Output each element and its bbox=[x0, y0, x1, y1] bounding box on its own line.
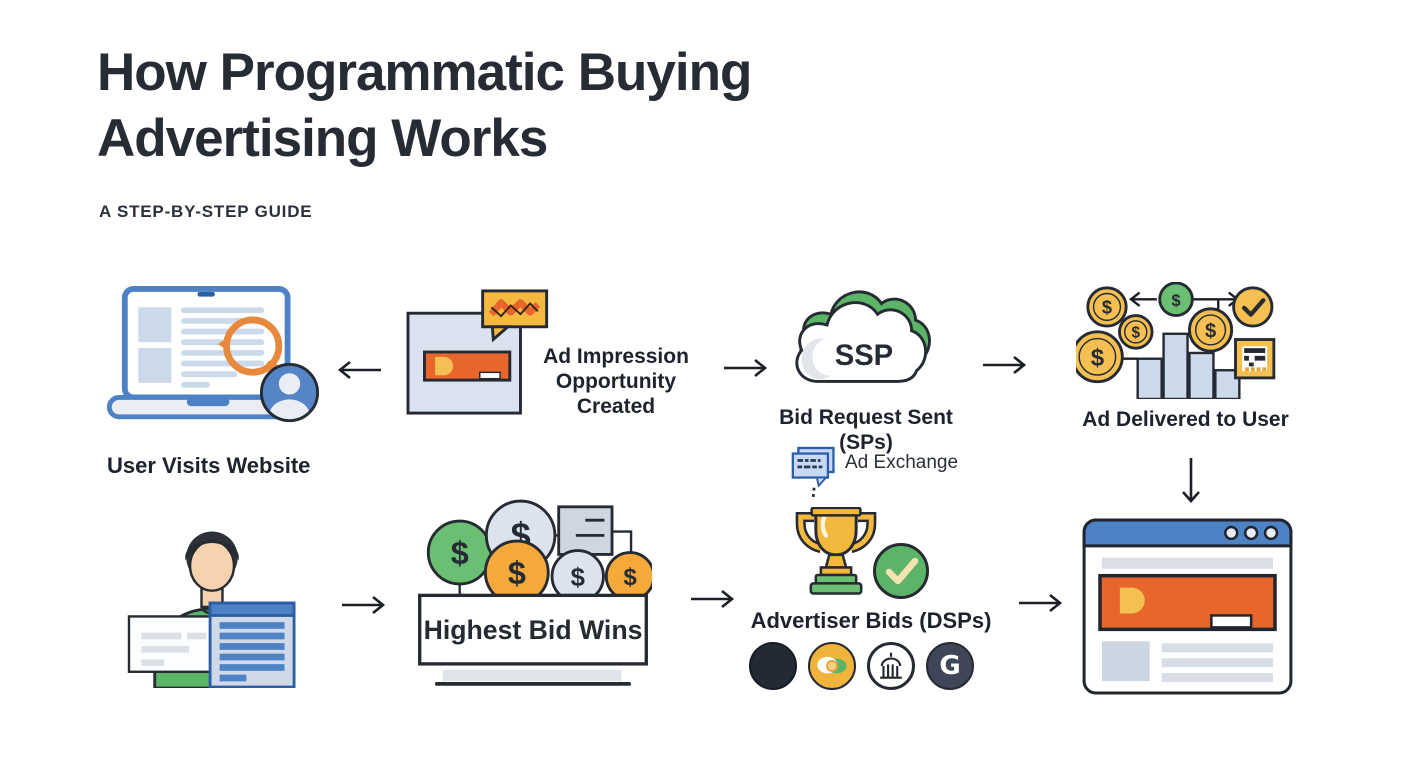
orange-coin-icon: $ bbox=[604, 551, 652, 602]
user-visits-website-icon bbox=[106, 286, 320, 423]
bid-server-icon bbox=[557, 505, 614, 556]
trophy-icon bbox=[795, 507, 877, 595]
arrow-right-icon bbox=[983, 355, 1027, 375]
browser-ad-icon bbox=[1082, 518, 1293, 695]
dsp-logo-gold-icon bbox=[808, 642, 856, 690]
step-label-advertiser-bids: Advertiser Bids (DSPs) bbox=[750, 608, 992, 633]
page-title: How Programmatic Buying Advertising Work… bbox=[97, 43, 752, 168]
ad-banner bbox=[1098, 573, 1277, 632]
svg-text:$: $ bbox=[1205, 321, 1216, 343]
svg-text:$: $ bbox=[1102, 298, 1112, 318]
pixel-stamp-icon bbox=[1234, 338, 1276, 380]
step-label-user-visits: User Visits Website bbox=[107, 453, 311, 478]
step-label-bid-request: Bid Request Sent (SPs) bbox=[779, 406, 953, 454]
gold-coin-icon: $ bbox=[1086, 286, 1128, 328]
svg-text:$: $ bbox=[1091, 344, 1104, 371]
window-dots-icon bbox=[1224, 525, 1279, 541]
ad-exchange-bubble-icon bbox=[791, 446, 835, 498]
ad-impression-icon bbox=[406, 289, 549, 415]
ssp-cloud-text: SSP bbox=[835, 340, 893, 372]
winner-banner: Highest Bid Wins bbox=[418, 593, 648, 686]
ad-delivered-icon: $ $ $ $ $ bbox=[1076, 282, 1276, 399]
green-coin-icon: $ bbox=[1158, 282, 1194, 317]
gold-coin-icon: $ bbox=[1118, 314, 1154, 350]
green-coin-icon: $ bbox=[426, 519, 493, 586]
svg-text:$: $ bbox=[571, 564, 585, 592]
step-label-ad-delivered: Ad Delivered to User bbox=[1082, 408, 1289, 431]
arrow-right-icon bbox=[691, 589, 735, 609]
dsp-logos-row: G bbox=[749, 642, 974, 690]
svg-text:$: $ bbox=[508, 555, 526, 591]
highest-bid-wins-icon: $ $ $ $ $ Highest Bid Wins bbox=[418, 499, 652, 686]
check-coin-icon bbox=[1232, 286, 1274, 328]
arrow-right-icon bbox=[724, 358, 768, 378]
dsp-logo-dark-icon bbox=[749, 642, 797, 690]
gold-coin-icon: $ bbox=[1076, 330, 1124, 384]
highest-bid-label: Highest Bid Wins bbox=[424, 615, 643, 645]
checkmark-circle-icon bbox=[873, 543, 929, 599]
orange-coin-icon: $ bbox=[483, 539, 550, 606]
dsp-logo-g-icon: G bbox=[926, 642, 974, 690]
user-avatar-icon bbox=[259, 363, 320, 423]
svg-text:$: $ bbox=[1172, 292, 1181, 310]
chart-bubble-icon bbox=[481, 289, 549, 343]
bar-chart-icon bbox=[1136, 332, 1241, 399]
svg-text:$: $ bbox=[623, 564, 636, 591]
arrow-right-icon bbox=[1019, 593, 1063, 613]
svg-text:$: $ bbox=[1131, 325, 1140, 342]
ssp-cloud-icon: SSP bbox=[795, 290, 931, 383]
ad-exchange-label: Ad Exchange bbox=[845, 452, 959, 473]
page-subtitle: A STEP-BY-STEP GUIDE bbox=[99, 202, 313, 221]
browser-window-icon bbox=[208, 601, 296, 688]
gold-coin-icon: $ bbox=[1188, 307, 1234, 353]
advertiser-person-icon bbox=[127, 531, 296, 688]
step-label-ad-impression: Ad Impression Opportunity Created bbox=[543, 345, 689, 418]
arrow-down-icon bbox=[1182, 458, 1200, 503]
svg-text:$: $ bbox=[451, 535, 469, 571]
browser-titlebar bbox=[1082, 518, 1293, 548]
dsp-logo-temple-icon bbox=[867, 642, 915, 690]
arrow-right-icon bbox=[342, 595, 386, 615]
arrow-left-icon bbox=[337, 360, 381, 380]
